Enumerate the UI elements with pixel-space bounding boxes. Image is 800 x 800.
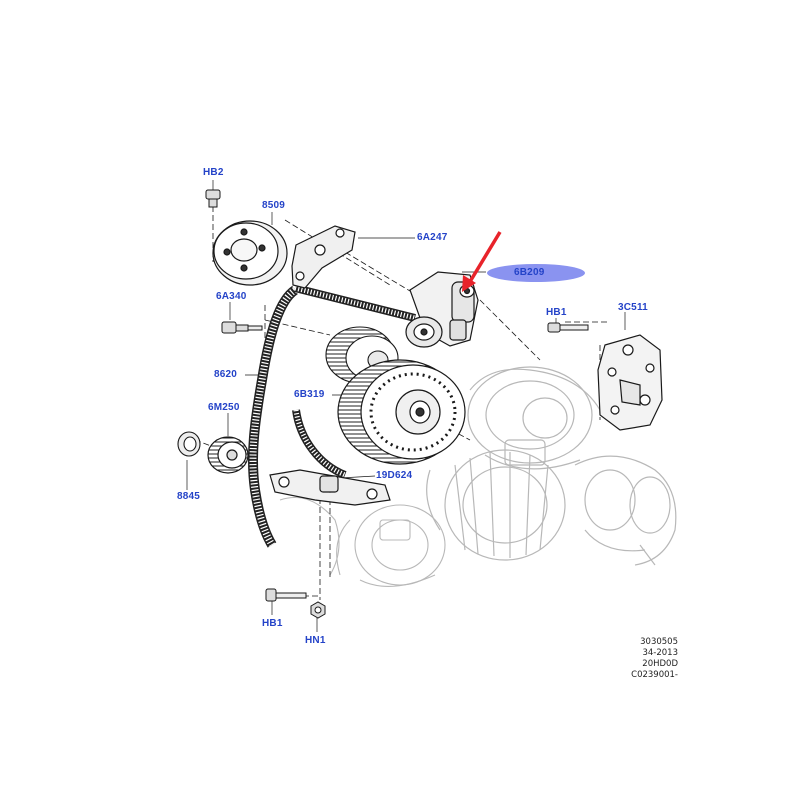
crankshaft-pulley (337, 359, 466, 465)
ghost-alternator (426, 449, 566, 561)
label-19d624: 19D624 (376, 470, 413, 481)
serpentine-belt (247, 284, 416, 548)
dust-cover-8845 (177, 431, 201, 457)
label-6m250: 6M250 (208, 402, 240, 413)
ghost-starter (279, 496, 446, 587)
reference-code-3: 20HD0D (642, 659, 678, 669)
label-6b209: 6B209 (514, 267, 545, 278)
label-hb1-right: HB1 (546, 307, 567, 318)
reference-code-4: C0239001- (631, 670, 678, 680)
tensioner-6b209 (405, 271, 479, 348)
bolt-hb1-right (547, 322, 589, 333)
label-3c511: 3C511 (618, 302, 648, 313)
ghost-crankshaft (574, 455, 677, 566)
label-hn1: HN1 (305, 635, 326, 646)
reference-code-2: 34-2013 (642, 648, 678, 658)
bolt-6a340 (221, 321, 263, 334)
idler-6m250 (207, 436, 249, 474)
nut-hn1 (310, 601, 326, 619)
bracket-6a247 (291, 225, 356, 289)
label-8845: 8845 (177, 491, 201, 502)
bolt-hb1-bottom (265, 588, 307, 602)
label-6b319: 6B319 (294, 389, 325, 400)
label-hb2: HB2 (203, 167, 224, 178)
bracket-3c511 (597, 334, 663, 431)
label-hb1-bottom: HB1 (262, 618, 283, 629)
part-highlight (487, 264, 585, 282)
label-6a340: 6A340 (216, 291, 247, 302)
label-8620: 8620 (214, 369, 238, 380)
red-arrow-icon (462, 231, 502, 292)
reference-code-1: 3030505 (640, 637, 678, 647)
callout-lines (186, 180, 626, 632)
label-6a247: 6A247 (417, 232, 448, 243)
label-8509: 8509 (262, 200, 286, 211)
bracket-19d624 (269, 469, 391, 506)
bolt-hb2 (205, 189, 221, 208)
water-pump-pulley (212, 220, 288, 286)
ghost-compressor (467, 366, 601, 470)
